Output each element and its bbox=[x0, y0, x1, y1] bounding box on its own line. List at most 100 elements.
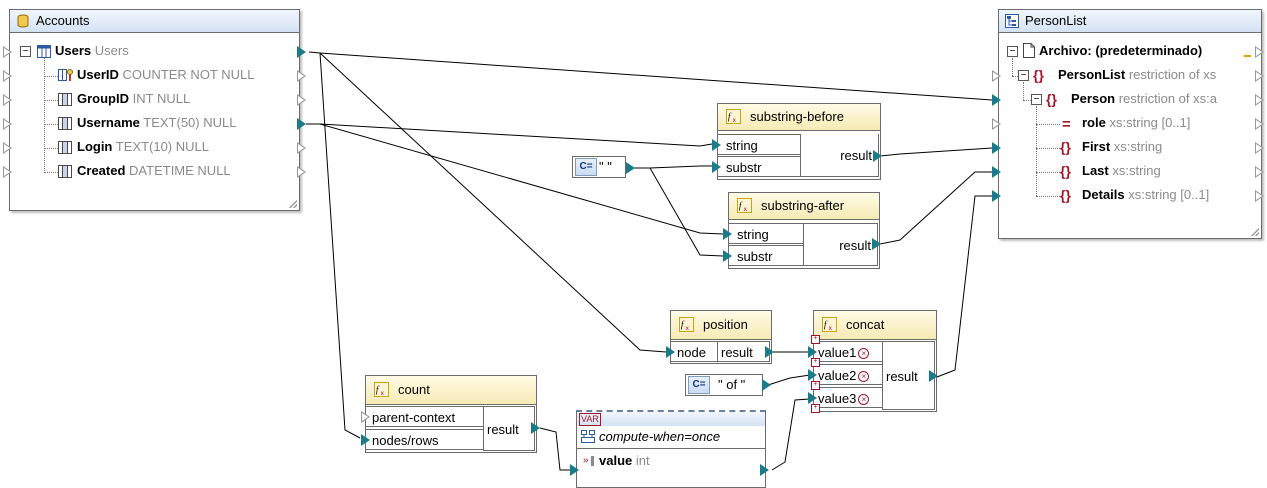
users-table-row[interactable]: Users Users bbox=[55, 40, 129, 62]
position-output-result[interactable]: result bbox=[717, 341, 770, 362]
sb-input-string[interactable]: string bbox=[717, 134, 801, 155]
count-result-port[interactable] bbox=[531, 422, 540, 434]
variable-value-row[interactable]: » value int bbox=[577, 449, 765, 473]
variable-value-output-port[interactable] bbox=[760, 464, 769, 476]
field-row-userid[interactable]: UserID COUNTER NOT NULL bbox=[77, 64, 255, 86]
username-input-port[interactable] bbox=[3, 118, 12, 130]
field-row-username[interactable]: Username TEXT(50) NULL bbox=[77, 112, 236, 134]
last-input-port[interactable] bbox=[992, 166, 1001, 178]
person-input-port[interactable] bbox=[992, 94, 1001, 106]
users-output-port[interactable] bbox=[297, 46, 306, 58]
last-output-port[interactable] bbox=[1255, 166, 1264, 178]
field-row-groupid[interactable]: GroupID INT NULL bbox=[77, 88, 190, 110]
constant-of-output-port[interactable] bbox=[762, 379, 771, 391]
created-input-port[interactable] bbox=[3, 166, 12, 178]
add-parameter-icon[interactable]: + bbox=[811, 404, 820, 413]
concat-input-value3[interactable]: value3× bbox=[813, 387, 883, 408]
details-output-port[interactable] bbox=[1255, 190, 1264, 202]
concat-title-bar[interactable]: f x concat bbox=[814, 311, 936, 340]
add-parameter-icon[interactable]: + bbox=[811, 381, 820, 390]
variable-component[interactable]: VAR compute-when=once » value int bbox=[576, 410, 766, 488]
person-output-port[interactable] bbox=[1255, 94, 1264, 106]
child-row-role[interactable]: role xs:string [0..1] bbox=[1082, 112, 1190, 134]
file-row[interactable]: Archivo: (predeterminado) bbox=[1039, 40, 1202, 62]
created-output-port[interactable] bbox=[297, 166, 306, 178]
concat-value3-port[interactable] bbox=[808, 392, 817, 404]
count-input-nodes-rows[interactable]: nodes/rows bbox=[365, 429, 484, 450]
accounts-title-bar[interactable]: Accounts bbox=[10, 10, 299, 33]
personlist-element-row[interactable]: PersonList restriction of xs bbox=[1058, 64, 1216, 86]
sb-result-port[interactable] bbox=[873, 150, 882, 162]
position-input-node[interactable]: node bbox=[670, 341, 718, 362]
resize-grip[interactable] bbox=[289, 200, 297, 208]
add-parameter-icon[interactable]: + bbox=[811, 358, 820, 367]
sb-input-substr[interactable]: substr bbox=[717, 156, 801, 177]
field-row-login[interactable]: Login TEXT(10) NULL bbox=[77, 136, 209, 158]
username-output-port[interactable] bbox=[297, 118, 306, 130]
details-input-port[interactable] bbox=[992, 190, 1001, 202]
role-input-port[interactable] bbox=[992, 118, 1001, 130]
concat-input-value2[interactable]: value2× bbox=[813, 364, 883, 385]
substring-after-title-bar[interactable]: f x substring-after bbox=[729, 193, 879, 220]
sa-result-port[interactable] bbox=[872, 238, 881, 250]
users-input-port[interactable] bbox=[3, 46, 12, 58]
collapse-file-icon[interactable]: − bbox=[1007, 46, 1018, 57]
constant-space[interactable]: C=" " bbox=[572, 156, 626, 178]
collapse-personlist-icon[interactable]: − bbox=[1018, 70, 1029, 81]
child-row-details[interactable]: Details xs:string [0..1] bbox=[1082, 184, 1209, 206]
child-row-first[interactable]: First xs:string bbox=[1082, 136, 1162, 158]
login-output-port[interactable] bbox=[297, 142, 306, 154]
sa-input-string[interactable]: string bbox=[728, 223, 804, 244]
sa-output-result[interactable]: result bbox=[803, 223, 878, 266]
constant-space-output-port[interactable] bbox=[626, 162, 635, 174]
userid-input-port[interactable] bbox=[3, 70, 12, 82]
sb-output-result[interactable]: result bbox=[800, 134, 879, 177]
sa-substr-port[interactable] bbox=[723, 250, 732, 262]
count-output-result[interactable]: result bbox=[483, 406, 535, 451]
person-element-row[interactable]: Person restriction of xs:a bbox=[1071, 88, 1217, 110]
file-button[interactable] bbox=[1244, 45, 1251, 57]
accounts-component[interactable]: Accounts bbox=[9, 9, 300, 211]
concat-value2-port[interactable] bbox=[808, 369, 817, 381]
position-title-bar[interactable]: f x position bbox=[671, 311, 771, 340]
userid-output-port[interactable] bbox=[297, 70, 306, 82]
login-input-port[interactable] bbox=[3, 142, 12, 154]
count-parent-context-port[interactable] bbox=[361, 411, 370, 423]
remove-parameter-icon[interactable]: × bbox=[858, 394, 870, 406]
position-node-port[interactable] bbox=[666, 346, 675, 358]
constant-of[interactable]: C=" of " bbox=[685, 374, 763, 396]
sb-string-port[interactable] bbox=[712, 139, 721, 151]
personlist-input-port[interactable] bbox=[992, 70, 1001, 82]
concat-output-result[interactable]: result bbox=[882, 341, 935, 410]
count-input-parent-context[interactable]: parent-context bbox=[365, 406, 484, 427]
sa-string-port[interactable] bbox=[723, 228, 732, 240]
add-parameter-icon[interactable]: + bbox=[811, 335, 820, 344]
resize-grip[interactable] bbox=[1251, 228, 1259, 236]
compute-when-row[interactable]: compute-when=once bbox=[577, 426, 765, 449]
position-result-port[interactable] bbox=[765, 346, 774, 358]
first-input-port[interactable] bbox=[992, 142, 1001, 154]
file-output-port[interactable] bbox=[1255, 46, 1264, 58]
count-title-bar[interactable]: f x count bbox=[366, 376, 536, 405]
groupid-output-port[interactable] bbox=[297, 94, 306, 106]
child-row-last[interactable]: Last xs:string bbox=[1082, 160, 1161, 182]
count-nodes-port[interactable] bbox=[361, 434, 370, 446]
groupid-input-port[interactable] bbox=[3, 94, 12, 106]
concat-result-port[interactable] bbox=[929, 370, 938, 382]
substring-before-title-bar[interactable]: f x substring-before bbox=[718, 104, 880, 131]
concat-value1-port[interactable] bbox=[808, 346, 817, 358]
field-row-created[interactable]: Created DATETIME NULL bbox=[77, 160, 231, 182]
concat-input-value1[interactable]: value1× bbox=[813, 341, 883, 362]
remove-parameter-icon[interactable]: × bbox=[858, 348, 870, 360]
role-output-port[interactable] bbox=[1255, 118, 1264, 130]
collapse-person-icon[interactable]: − bbox=[1031, 94, 1042, 105]
collapse-users-icon[interactable]: − bbox=[20, 46, 31, 57]
personlist-output-port[interactable] bbox=[1255, 70, 1264, 82]
variable-header[interactable]: VAR bbox=[577, 412, 765, 426]
sb-substr-port[interactable] bbox=[712, 161, 721, 173]
remove-parameter-icon[interactable]: × bbox=[858, 371, 870, 383]
first-output-port[interactable] bbox=[1255, 142, 1264, 154]
personlist-title-bar[interactable]: PersonList bbox=[999, 10, 1261, 33]
sa-input-substr[interactable]: substr bbox=[728, 245, 804, 266]
